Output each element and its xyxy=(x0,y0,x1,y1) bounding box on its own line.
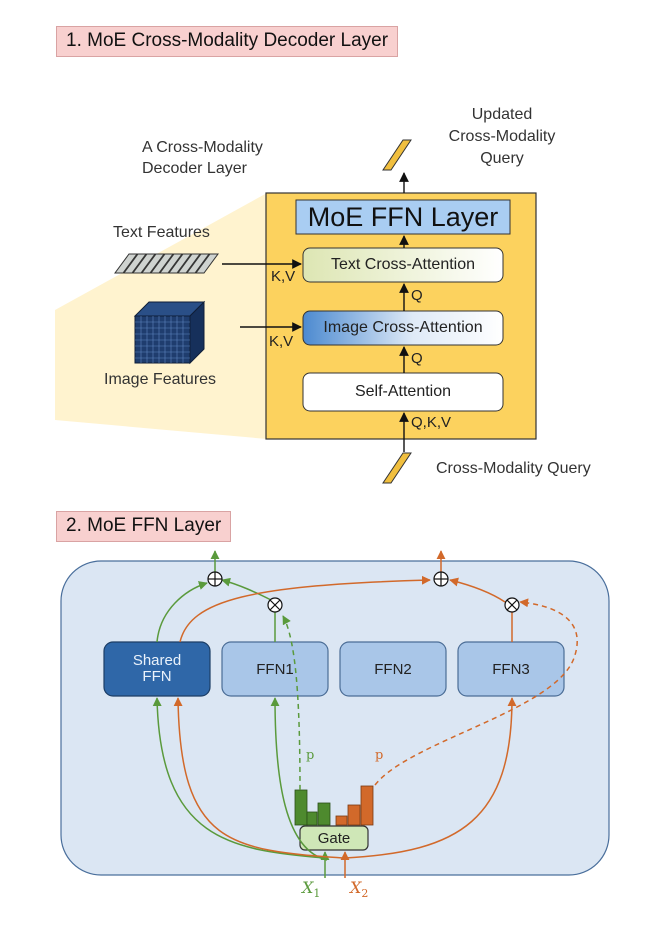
x2-label-sub: 2 xyxy=(361,887,369,901)
self-attention-label: Self-Attention xyxy=(354,383,452,400)
x1-label: X1 xyxy=(302,878,320,900)
text-features-label: Text Features xyxy=(113,224,210,241)
updated-query-label-line1: Updated xyxy=(471,106,533,123)
image-cross-attention-label: Image Cross-Attention xyxy=(323,319,483,336)
image-cross-attention-box xyxy=(302,310,504,346)
section1-title: 1. MoE Cross-Modality Decoder Layer xyxy=(56,26,399,57)
sum-operator-1 xyxy=(207,571,223,587)
ffn2-box xyxy=(339,641,447,697)
x1-label-sub: 1 xyxy=(313,887,321,901)
shared-ffn-label-line2: FFN xyxy=(142,668,172,685)
gate-label: Gate xyxy=(317,829,351,847)
shared-ffn-label-line1: Shared xyxy=(132,652,182,669)
cross-modality-query-icon xyxy=(382,452,412,484)
q-label-1: Q xyxy=(411,287,423,304)
cross-modality-query-label: Cross-Modality Query xyxy=(436,460,591,477)
qkv-label: Q,K,V xyxy=(411,414,452,431)
ffn3-label: FFN3 xyxy=(492,660,530,678)
moe-ffn-layer-label: MoE FFN Layer xyxy=(307,201,499,232)
sum-operator-2 xyxy=(433,571,449,587)
ffn3-box xyxy=(457,641,565,697)
p-orange-label: p xyxy=(375,748,384,763)
self-attention-box xyxy=(302,372,504,412)
kv-image-label: K,V xyxy=(269,333,294,350)
shared-ffn-label: Shared FFN xyxy=(104,642,210,696)
x1-label-main: X xyxy=(302,878,314,897)
multiply-operator-2 xyxy=(504,597,520,613)
decoder-diagram-graphics xyxy=(55,139,537,484)
text-cross-attention-label: Text Cross-Attention xyxy=(330,256,476,273)
gate-box xyxy=(299,825,369,851)
updated-query-icon xyxy=(382,139,412,171)
image-features-label: Image Features xyxy=(104,371,217,388)
gate-bars-orange xyxy=(335,785,374,826)
decoder-layer-label-line1: A Cross-Modality xyxy=(142,139,263,156)
image-features-icon xyxy=(133,300,206,365)
gate-bars-green xyxy=(294,789,331,826)
ffn1-label: FFN1 xyxy=(256,660,294,678)
kv-text-label: K,V xyxy=(271,268,296,285)
updated-query-label-line3: Query xyxy=(480,150,524,167)
p-green-label: p xyxy=(306,748,315,763)
x2-label: X2 xyxy=(350,878,368,900)
q-label-2: Q xyxy=(411,350,423,367)
updated-query-label-line2: Cross-Modality xyxy=(448,128,556,145)
decoder-layer-label-line2: Decoder Layer xyxy=(142,160,247,177)
moe-panel xyxy=(60,560,610,876)
text-features-icon xyxy=(114,253,219,274)
moe-ffn-layer-box xyxy=(295,199,511,235)
ffn2-label: FFN2 xyxy=(374,660,412,678)
section2-title: 2. MoE FFN Layer xyxy=(56,511,232,542)
text-cross-attention-box xyxy=(302,247,504,283)
x2-label-main: X xyxy=(350,878,362,897)
multiply-operator-1 xyxy=(267,597,283,613)
